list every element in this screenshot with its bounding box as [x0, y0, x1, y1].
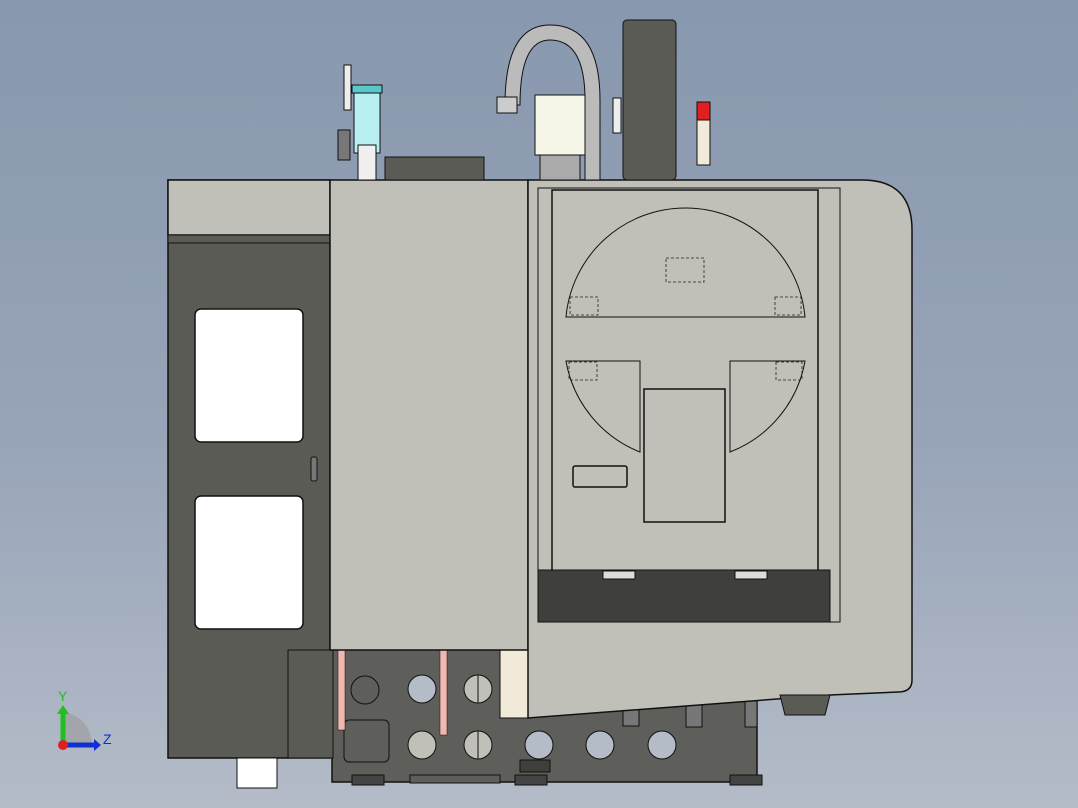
middle-panel	[329, 179, 529, 651]
top-components	[337, 19, 711, 181]
door-handle	[310, 456, 318, 482]
z-axis-label: Z	[103, 731, 112, 747]
y-axis-label: Y	[58, 688, 68, 704]
x-axis-icon	[58, 740, 68, 750]
window-lower	[194, 495, 304, 630]
left-cabinet	[167, 179, 334, 789]
window-upper	[194, 308, 304, 443]
right-enclosure	[527, 179, 913, 719]
